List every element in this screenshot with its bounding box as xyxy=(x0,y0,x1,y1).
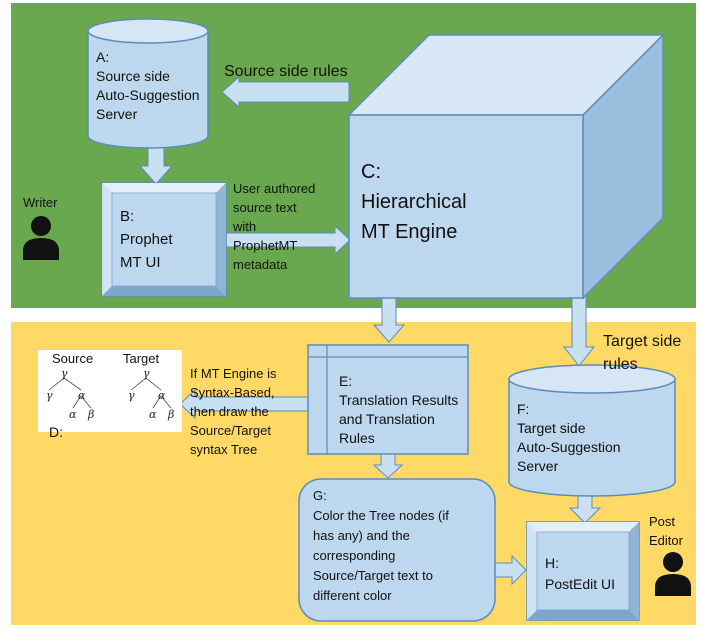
arrow-c-to-f xyxy=(562,291,596,367)
server-f-line-2: Target side xyxy=(517,420,586,436)
user-authored-line-5: metadata xyxy=(233,257,288,272)
process-g-line-4: corresponding xyxy=(313,548,395,563)
syntax-note-line-1: If MT Engine is xyxy=(190,366,277,381)
writer-label: Writer xyxy=(23,195,58,210)
ui-h-line-2: PostEdit UI xyxy=(545,576,615,592)
svg-text:F: Target side Aut: F: Target side Auto-Suggestion Server xyxy=(517,401,624,474)
syntax-note-line-4: Source/Target xyxy=(190,423,271,438)
process-g-line-3: has any) and the xyxy=(313,528,410,543)
person-icon xyxy=(23,216,59,260)
target-tree-leaf-2: β xyxy=(167,408,174,421)
svg-text:Post Editor: Post Editor xyxy=(649,514,684,548)
engine-c-line-3: MT Engine xyxy=(361,221,457,243)
engine-c-line-1: C: xyxy=(361,161,381,183)
server-f-line-4: Server xyxy=(517,458,559,474)
server-f-line-3: Auto-Suggestion xyxy=(517,439,621,455)
syntax-note-line-3: then draw the xyxy=(190,404,269,419)
person-icon xyxy=(655,552,691,596)
process-g-line-1: G: xyxy=(313,488,327,503)
svg-text:A: Source side Aut: A: Source side Auto-Suggestion Server xyxy=(96,49,203,122)
translation-results-node: E: Translation Results and Translation R… xyxy=(307,344,469,455)
source-tree-root: γ xyxy=(61,367,68,380)
arrow-e-to-g xyxy=(372,453,404,479)
svg-text:E: Translation Results: E: Translation Results and Translation R… xyxy=(339,373,462,446)
user-authored-line-2: source text xyxy=(233,200,297,215)
syntax-tree-node: Source Target γ γ α α β γ γ α α β D: xyxy=(38,350,182,440)
server-a-line-3: Auto-Suggestion xyxy=(96,87,200,103)
target-tree-label: Target xyxy=(123,351,160,366)
user-authored-line-4: ProphetMT xyxy=(233,238,297,253)
tree-d-label: D: xyxy=(49,424,63,440)
source-suggestion-server-node: A: Source side Auto-Suggestion Server xyxy=(87,18,209,149)
arrow-b-to-c xyxy=(225,224,351,256)
source-tree-label: Source xyxy=(52,351,93,366)
post-editor-actor: Post Editor xyxy=(649,514,691,596)
target-tree-left: γ xyxy=(128,389,135,402)
source-tree-leaf-1: α xyxy=(69,408,77,421)
target-suggestion-server-node: F: Target side Auto-Suggestion Server xyxy=(508,364,676,497)
source-tree-left: γ xyxy=(46,389,53,402)
source-tree-right: α xyxy=(78,389,86,402)
target-side-rules-line-2: rules xyxy=(603,356,638,373)
process-g-line-2: Color the Tree nodes (if xyxy=(313,508,449,523)
process-g-line-5: Source/Target text to xyxy=(313,568,433,583)
engine-c-line-2: Hierarchical xyxy=(361,191,467,213)
mt-engine-node: C: Hierarchical MT Engine xyxy=(347,33,665,300)
prophet-mt-ui-node: B: Prophet MT UI xyxy=(101,182,227,297)
svg-text:User authored source text: User authored source text with ProphetMT… xyxy=(232,181,319,272)
source-tree-leaf-2: β xyxy=(87,408,94,421)
color-tree-nodes-node: G: Color the Tree nodes (if has any) and… xyxy=(298,478,496,622)
svg-text:H: PostEdit UI: H: PostEdit UI xyxy=(545,555,615,592)
target-tree xyxy=(130,377,172,409)
arrow-e-to-d xyxy=(179,388,309,420)
post-editor-line-1: Post xyxy=(649,514,675,529)
target-tree-leaf-1: α xyxy=(149,408,157,421)
svg-text:C: Hierarchical MT: C: Hierarchical MT Engine xyxy=(361,161,472,243)
server-f-line-1: F: xyxy=(517,401,529,417)
source-side-rules-label: Source side rules xyxy=(224,63,348,80)
arrow-c-to-e xyxy=(372,297,406,343)
user-authored-line-1: User authored xyxy=(233,181,315,196)
ui-b-line-2: Prophet xyxy=(120,231,173,248)
arrow-g-to-h xyxy=(494,554,527,586)
syntax-note-line-2: Syntax-Based, xyxy=(190,385,275,400)
ui-b-line-3: MT UI xyxy=(120,254,161,271)
results-e-line-3: and Translation xyxy=(339,411,435,427)
arrow-a-to-b xyxy=(138,145,174,185)
results-e-line-2: Translation Results xyxy=(339,392,458,408)
svg-text:Target side rules: Target side rules xyxy=(603,333,686,373)
ui-b-line-1: B: xyxy=(120,208,134,225)
server-a-line-1: A: xyxy=(96,49,109,65)
server-a-line-4: Server xyxy=(96,106,138,122)
svg-text:If MT Engine is Syntax-Bas: If MT Engine is Syntax-Based, then draw … xyxy=(190,366,280,457)
svg-text:B: Prophet MT UI: B: Prophet MT UI xyxy=(120,208,177,271)
ui-h-line-1: H: xyxy=(545,555,559,571)
server-a-line-2: Source side xyxy=(96,68,170,84)
results-e-line-1: E: xyxy=(339,373,352,389)
target-tree-root: γ xyxy=(143,367,150,380)
source-tree xyxy=(48,377,92,409)
results-e-line-4: Rules xyxy=(339,430,375,446)
post-editor-line-2: Editor xyxy=(649,533,684,548)
process-g-line-6: different color xyxy=(313,588,392,603)
syntax-note-line-5: syntax Tree xyxy=(190,442,257,457)
postedit-ui-node: H: PostEdit UI xyxy=(526,521,640,621)
writer-actor: Writer xyxy=(23,195,59,260)
target-side-rules-line-1: Target side xyxy=(603,333,681,350)
user-authored-line-3: with xyxy=(232,219,256,234)
svg-text:G: Color the Tree nodes: G: Color the Tree nodes (if has any) and… xyxy=(313,488,452,603)
target-tree-right: α xyxy=(158,389,166,402)
arrow-rules-to-server-a xyxy=(221,75,350,109)
